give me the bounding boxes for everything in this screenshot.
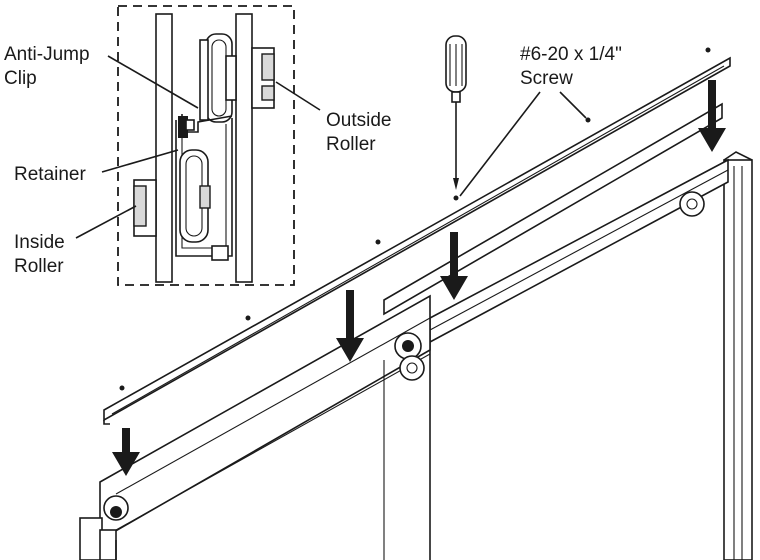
anti-jump-clip-label-1: Anti-Jump [4,44,90,65]
screw-5 [245,315,251,321]
inside-roller-assembly [179,149,211,243]
outside-roller-label-2: Roller [326,134,376,155]
screwdriver-icon [445,35,467,190]
down-arrow-icon [440,232,468,300]
screw-1 [705,47,711,53]
outside-roller-bracket [251,47,275,109]
screw-leader-2 [559,91,587,119]
anti-jump-clip [178,114,233,138]
outside-roller-leader [275,81,321,111]
inside-roller-leader [75,205,137,239]
screw-label-2: Screw [520,68,573,89]
outside-roller-assembly [199,33,237,123]
outer-glass-panel [235,13,253,283]
front-door-roller-right [394,332,425,381]
screw-leader-1 [459,91,541,197]
header-rail-back [383,102,729,560]
screw-6 [119,385,125,391]
retainer-strip [103,56,731,425]
down-arrow-icon [112,428,140,476]
sliding-door-front [79,294,431,560]
anti-jump-clip-label-2: Clip [4,68,37,89]
down-arrow-icon [336,290,364,362]
front-door-roller-left [103,495,129,521]
screws [119,47,711,391]
inner-glass-panel [155,13,173,283]
screw-3 [453,195,459,201]
down-arrow-icon [698,80,726,152]
screw-4 [375,239,381,245]
anti-jump-clip-leader [107,55,199,109]
outside-roller-label-1: Outside [326,110,391,131]
inside-roller-label-2: Roller [14,256,64,277]
fixed-door-frame [723,151,753,560]
retainer-label: Retainer [14,164,86,185]
detail-inset [117,5,295,286]
back-door-roller [679,191,705,217]
screw-2 [585,117,591,123]
retainer-leader [101,149,179,173]
inside-roller-label-1: Inside [14,232,65,253]
screw-label-1: #6-20 x 1/4" [520,44,622,65]
inside-roller-bracket [133,179,157,237]
